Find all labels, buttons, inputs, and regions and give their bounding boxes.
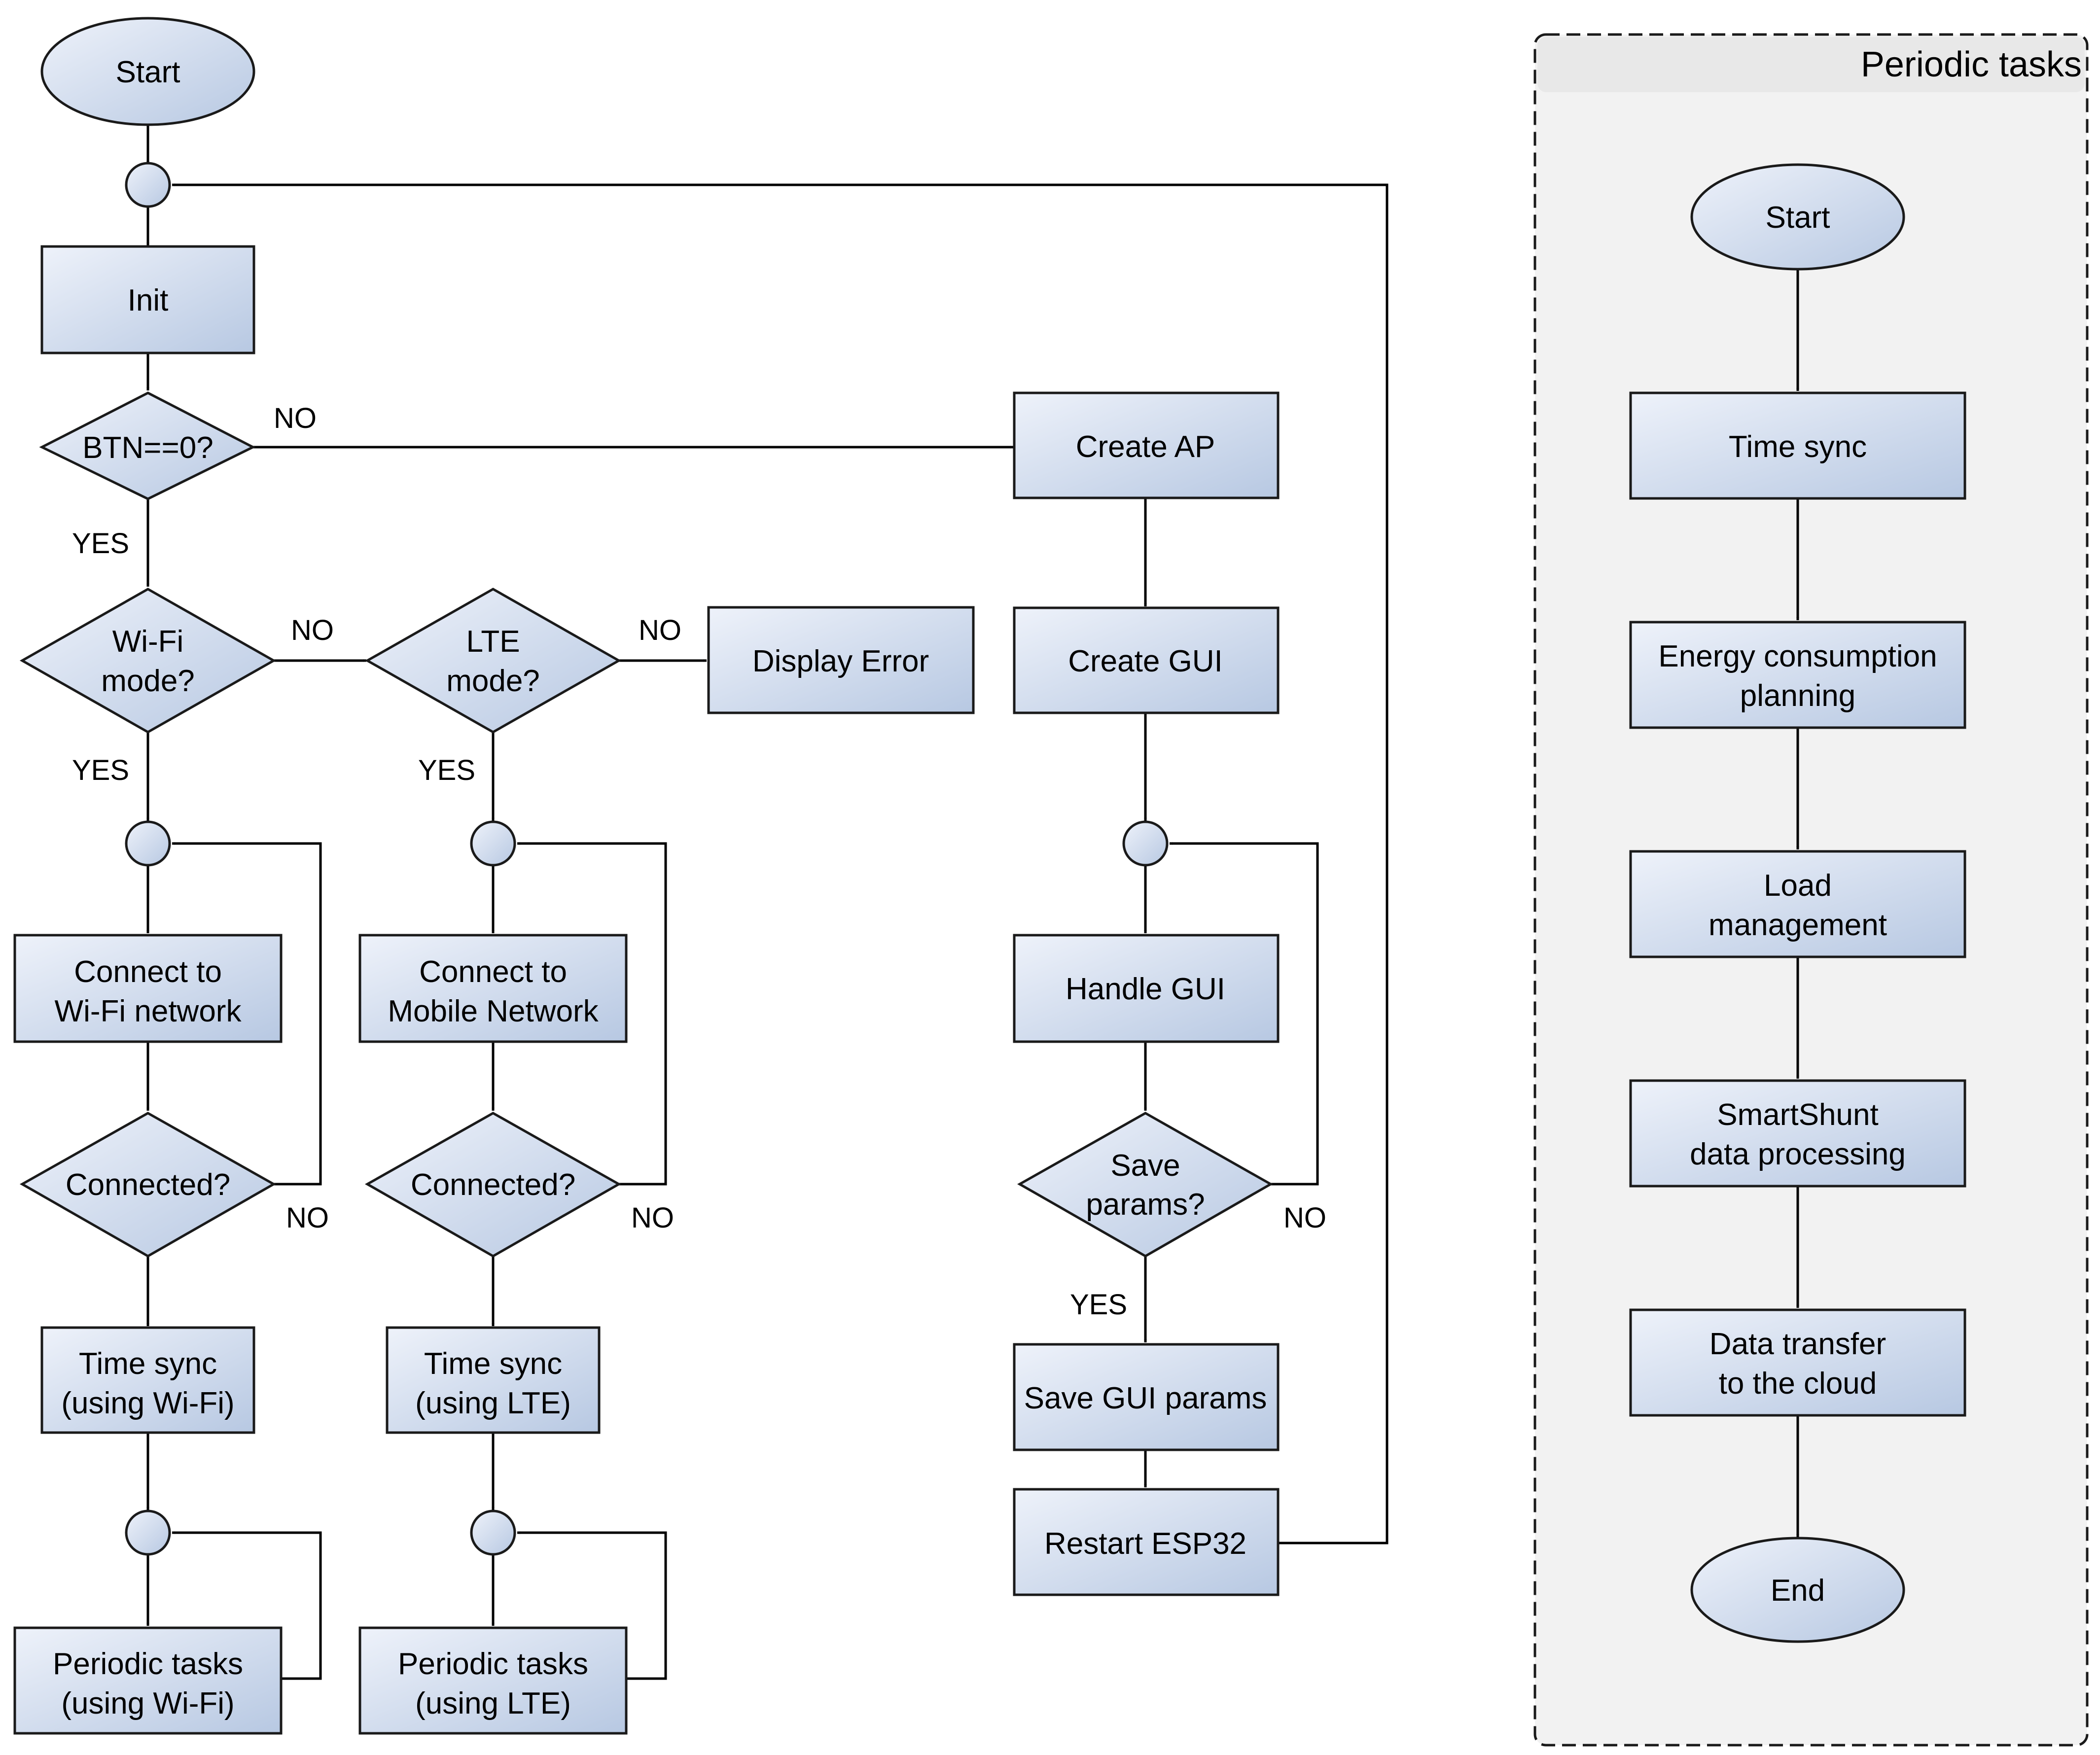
junction-lte-connect	[470, 820, 516, 867]
lte-connected-label: Connected?	[411, 1168, 575, 1202]
junction-wifi-connect	[125, 820, 171, 867]
main-flow: Start Init BTN==0? Wi-Fi mode? LTE mode?…	[13, 17, 1280, 1735]
periodic-transfer-line-2: to the cloud	[1719, 1367, 1877, 1401]
connect-wifi-line-2: Wi-Fi network	[55, 994, 242, 1028]
periodic-load-line-2: management	[1708, 908, 1887, 942]
edge-wifi-retry	[172, 842, 322, 1186]
periodic-lte-line-2: (using LTE)	[415, 1686, 571, 1720]
periodic-energy-line-2: planning	[1740, 679, 1855, 713]
init-box	[40, 245, 255, 354]
lte-mode-decision	[364, 588, 622, 734]
periodic-load-line-1: Load	[1764, 869, 1832, 903]
connect-wifi-box	[13, 934, 283, 1043]
periodic-end-node	[1690, 1537, 1905, 1643]
btn-decision	[39, 391, 256, 500]
create-ap-box	[1013, 391, 1280, 499]
panel-header	[1537, 37, 2085, 92]
connect-mobile-line-2: Mobile Network	[388, 994, 599, 1028]
connect-wifi-line-1: Connect to	[74, 955, 222, 989]
save-gui-params-label: Save GUI params	[1024, 1381, 1267, 1415]
label-btn-no: NO	[274, 402, 317, 434]
wifi-mode-line-2: mode?	[101, 664, 195, 698]
panel-title: Periodic tasks	[1861, 45, 2082, 84]
periodic-load-box	[1629, 850, 1966, 958]
start-node	[40, 17, 255, 126]
connect-mobile-box	[358, 934, 628, 1043]
periodic-energy-box	[1629, 621, 1966, 729]
periodic-smartshunt-line-2: data processing	[1690, 1137, 1906, 1171]
display-error-box	[707, 606, 975, 714]
periodic-wifi-box	[13, 1626, 283, 1735]
periodic-lte-box	[358, 1626, 628, 1735]
save-params-line-1: Save	[1110, 1149, 1180, 1183]
periodic-transfer-box	[1629, 1308, 1966, 1417]
edge-labels: NO YES NO NO YES YES NO NO NO YES	[72, 402, 1326, 1321]
timesync-lte-line-2: (using LTE)	[415, 1386, 571, 1420]
periodic-lte-line-1: Periodic tasks	[398, 1647, 588, 1681]
periodic-energy-line-1: Energy consumption	[1658, 639, 1937, 673]
junction-lte-periodic	[470, 1509, 516, 1556]
junction-gui	[1122, 820, 1169, 867]
wifi-mode-decision	[19, 588, 277, 734]
restart-label: Restart ESP32	[1044, 1527, 1246, 1561]
lte-connected-decision	[364, 1112, 622, 1258]
save-params-line-2: params?	[1086, 1188, 1205, 1222]
junction-wifi-periodic	[125, 1509, 171, 1556]
connect-mobile-line-1: Connect to	[419, 955, 567, 989]
lte-mode-line-2: mode?	[446, 664, 540, 698]
lte-mode-line-1: LTE	[466, 625, 520, 659]
periodic-transfer-line-1: Data transfer	[1709, 1327, 1886, 1361]
wifi-mode-line-1: Wi-Fi	[112, 625, 184, 659]
init-label: Init	[128, 283, 169, 317]
periodic-wifi-line-1: Periodic tasks	[53, 1647, 243, 1681]
start-label: Start	[116, 55, 180, 89]
handle-gui-label: Handle GUI	[1066, 972, 1225, 1006]
periodic-end-label: End	[1771, 1574, 1825, 1608]
display-error-label: Display Error	[752, 644, 929, 678]
junction-top	[125, 162, 171, 208]
label-lte-yes: YES	[418, 754, 475, 786]
create-gui-label: Create GUI	[1068, 644, 1223, 678]
periodic-smartshunt-box	[1629, 1079, 1966, 1188]
timesync-lte-line-1: Time sync	[424, 1347, 562, 1381]
periodic-smartshunt-line-1: SmartShunt	[1717, 1098, 1878, 1132]
wifi-connected-decision	[19, 1112, 277, 1258]
restart-box	[1013, 1488, 1280, 1596]
label-wifi-connected-no: NO	[286, 1202, 329, 1234]
periodic-start-node	[1690, 163, 1905, 271]
save-gui-params-box	[1013, 1343, 1280, 1451]
timesync-wifi-line-1: Time sync	[79, 1347, 217, 1381]
timesync-lte-box	[386, 1326, 601, 1434]
wifi-connected-label: Connected?	[66, 1168, 230, 1202]
periodic-flow: Start Time sync Energy consumption plann…	[1629, 163, 1966, 1643]
btn-decision-label: BTN==0?	[82, 431, 213, 465]
label-save-no: NO	[1283, 1202, 1326, 1234]
edge-save-retry	[1169, 842, 1319, 1186]
edge-periodic-loop-wifi	[172, 1531, 322, 1680]
label-btn-yes: YES	[72, 527, 129, 560]
periodic-timesync-box	[1629, 391, 1966, 500]
label-lte-connected-no: NO	[631, 1202, 674, 1234]
edge-lte-retry	[517, 842, 667, 1186]
periodic-start-label: Start	[1766, 201, 1830, 235]
label-lte-no: NO	[639, 614, 681, 646]
edge-restart-loop	[172, 183, 1388, 1544]
label-wifi-no: NO	[291, 614, 334, 646]
create-gui-box	[1013, 606, 1280, 714]
timesync-wifi-line-2: (using Wi-Fi)	[61, 1386, 234, 1420]
edge-periodic-loop-lte	[517, 1531, 667, 1680]
periodic-wifi-line-2: (using Wi-Fi)	[61, 1686, 234, 1720]
connectors	[146, 126, 1799, 1680]
periodic-timesync-label: Time sync	[1729, 430, 1867, 464]
create-ap-label: Create AP	[1076, 430, 1215, 464]
save-params-decision	[1017, 1112, 1274, 1258]
timesync-wifi-box	[40, 1326, 255, 1434]
label-wifi-yes: YES	[72, 754, 129, 786]
handle-gui-box	[1013, 934, 1280, 1043]
label-save-yes: YES	[1070, 1289, 1127, 1321]
